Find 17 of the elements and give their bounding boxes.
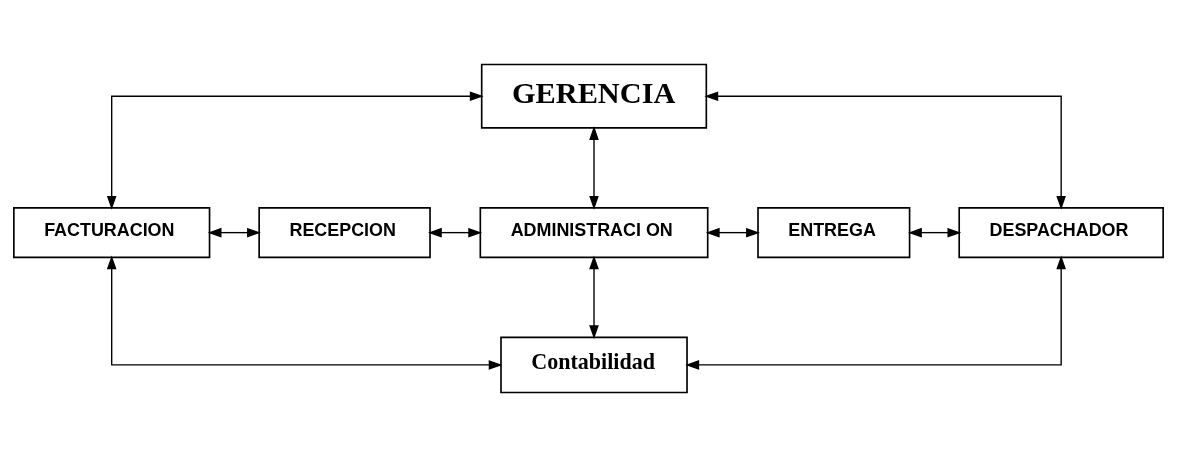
arrow bbox=[685, 255, 1066, 370]
node-box: DESPACHADOR bbox=[958, 207, 1164, 259]
node-box: FACTURACION bbox=[13, 207, 211, 259]
arrow bbox=[207, 227, 261, 238]
node-box: ADMINISTRACI ON bbox=[479, 207, 709, 259]
arrow bbox=[589, 126, 599, 210]
arrow bbox=[106, 91, 484, 210]
arrow bbox=[705, 227, 760, 238]
arrow bbox=[428, 227, 483, 238]
arrow bbox=[704, 91, 1066, 210]
node-box: RECEPCION bbox=[258, 207, 431, 259]
arrow bbox=[908, 227, 962, 238]
arrow bbox=[589, 255, 599, 340]
arrow bbox=[106, 255, 503, 370]
node-box: GERENCIA bbox=[480, 63, 708, 129]
node-box: ENTREGA bbox=[757, 207, 911, 259]
node-box: Contabilidad bbox=[500, 336, 688, 394]
